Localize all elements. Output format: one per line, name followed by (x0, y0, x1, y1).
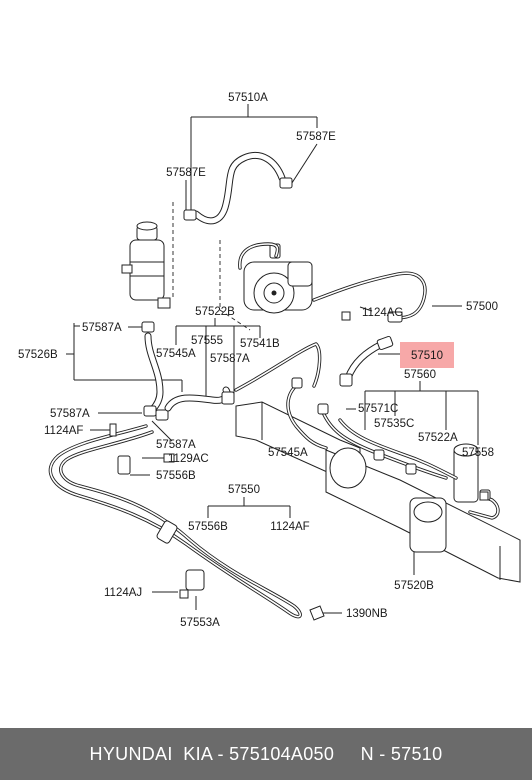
steering-gear-box (235, 401, 521, 583)
label-1124AF-lower: 1124AF (270, 521, 309, 533)
label-57587E-left: 57587E (166, 167, 206, 179)
label-57556B-lower: 57556B (188, 521, 228, 533)
label-1124AJ: 1124AJ (104, 587, 142, 599)
parts-diagram: 57510A 57587E 57587E 57522B 57500 1124AG… (18, 92, 521, 629)
label-57555: 57555 (191, 335, 223, 347)
label-57541B: 57541B (240, 338, 280, 350)
pressure-line-57500 (238, 242, 427, 323)
label-1124AF-left: 1124AF (44, 425, 83, 437)
label-57587A-mid: 57587A (210, 353, 250, 365)
label-57558: 57558 (462, 447, 494, 459)
label-57510A: 57510A (228, 92, 268, 104)
part-number-footer: HYUNDAI KIA - 575104A050 N - 57510 (0, 728, 532, 780)
label-57545A-upper: 57545A (156, 348, 196, 360)
label-1124AG: 1124AG (362, 307, 403, 319)
label-57550: 57550 (228, 484, 260, 496)
cooler-tube-57550 (48, 424, 302, 619)
label-1129AC: 1129AC (168, 453, 209, 465)
label-57571C: 57571C (358, 403, 398, 415)
label-57587A-top: 57587A (82, 322, 122, 334)
label-57522B: 57522B (195, 306, 235, 318)
label-57526B: 57526B (18, 349, 58, 361)
label-57587A-low: 57587A (156, 439, 196, 451)
label-57535C: 57535C (374, 418, 414, 430)
label-57520B: 57520B (394, 580, 434, 592)
hose-57510A (183, 152, 293, 225)
label-57545A-lower: 57545A (268, 447, 308, 459)
label-57560: 57560 (404, 369, 436, 381)
label-57522A: 57522A (418, 432, 458, 444)
highlight-57510 (400, 342, 454, 368)
label-57556B-upper: 57556B (156, 470, 196, 482)
label-57510: 57510 (411, 350, 443, 362)
label-57587E-upper: 57587E (296, 131, 336, 143)
hose-57545A (164, 342, 328, 450)
leader-lines (66, 104, 479, 614)
label-57587A-left: 57587A (50, 408, 90, 420)
power-steering-pump (219, 240, 313, 331)
hardware (109, 311, 489, 621)
label-57553A: 57553A (180, 617, 220, 629)
hose-57526B (141, 321, 169, 421)
reservoir-tank (121, 202, 174, 309)
hose-57510 (339, 335, 394, 387)
label-57500: 57500 (466, 301, 498, 313)
part-labels: 57510A 57587E 57587E 57522B 57500 1124AG… (18, 92, 498, 629)
label-1390NB: 1390NB (346, 608, 388, 620)
